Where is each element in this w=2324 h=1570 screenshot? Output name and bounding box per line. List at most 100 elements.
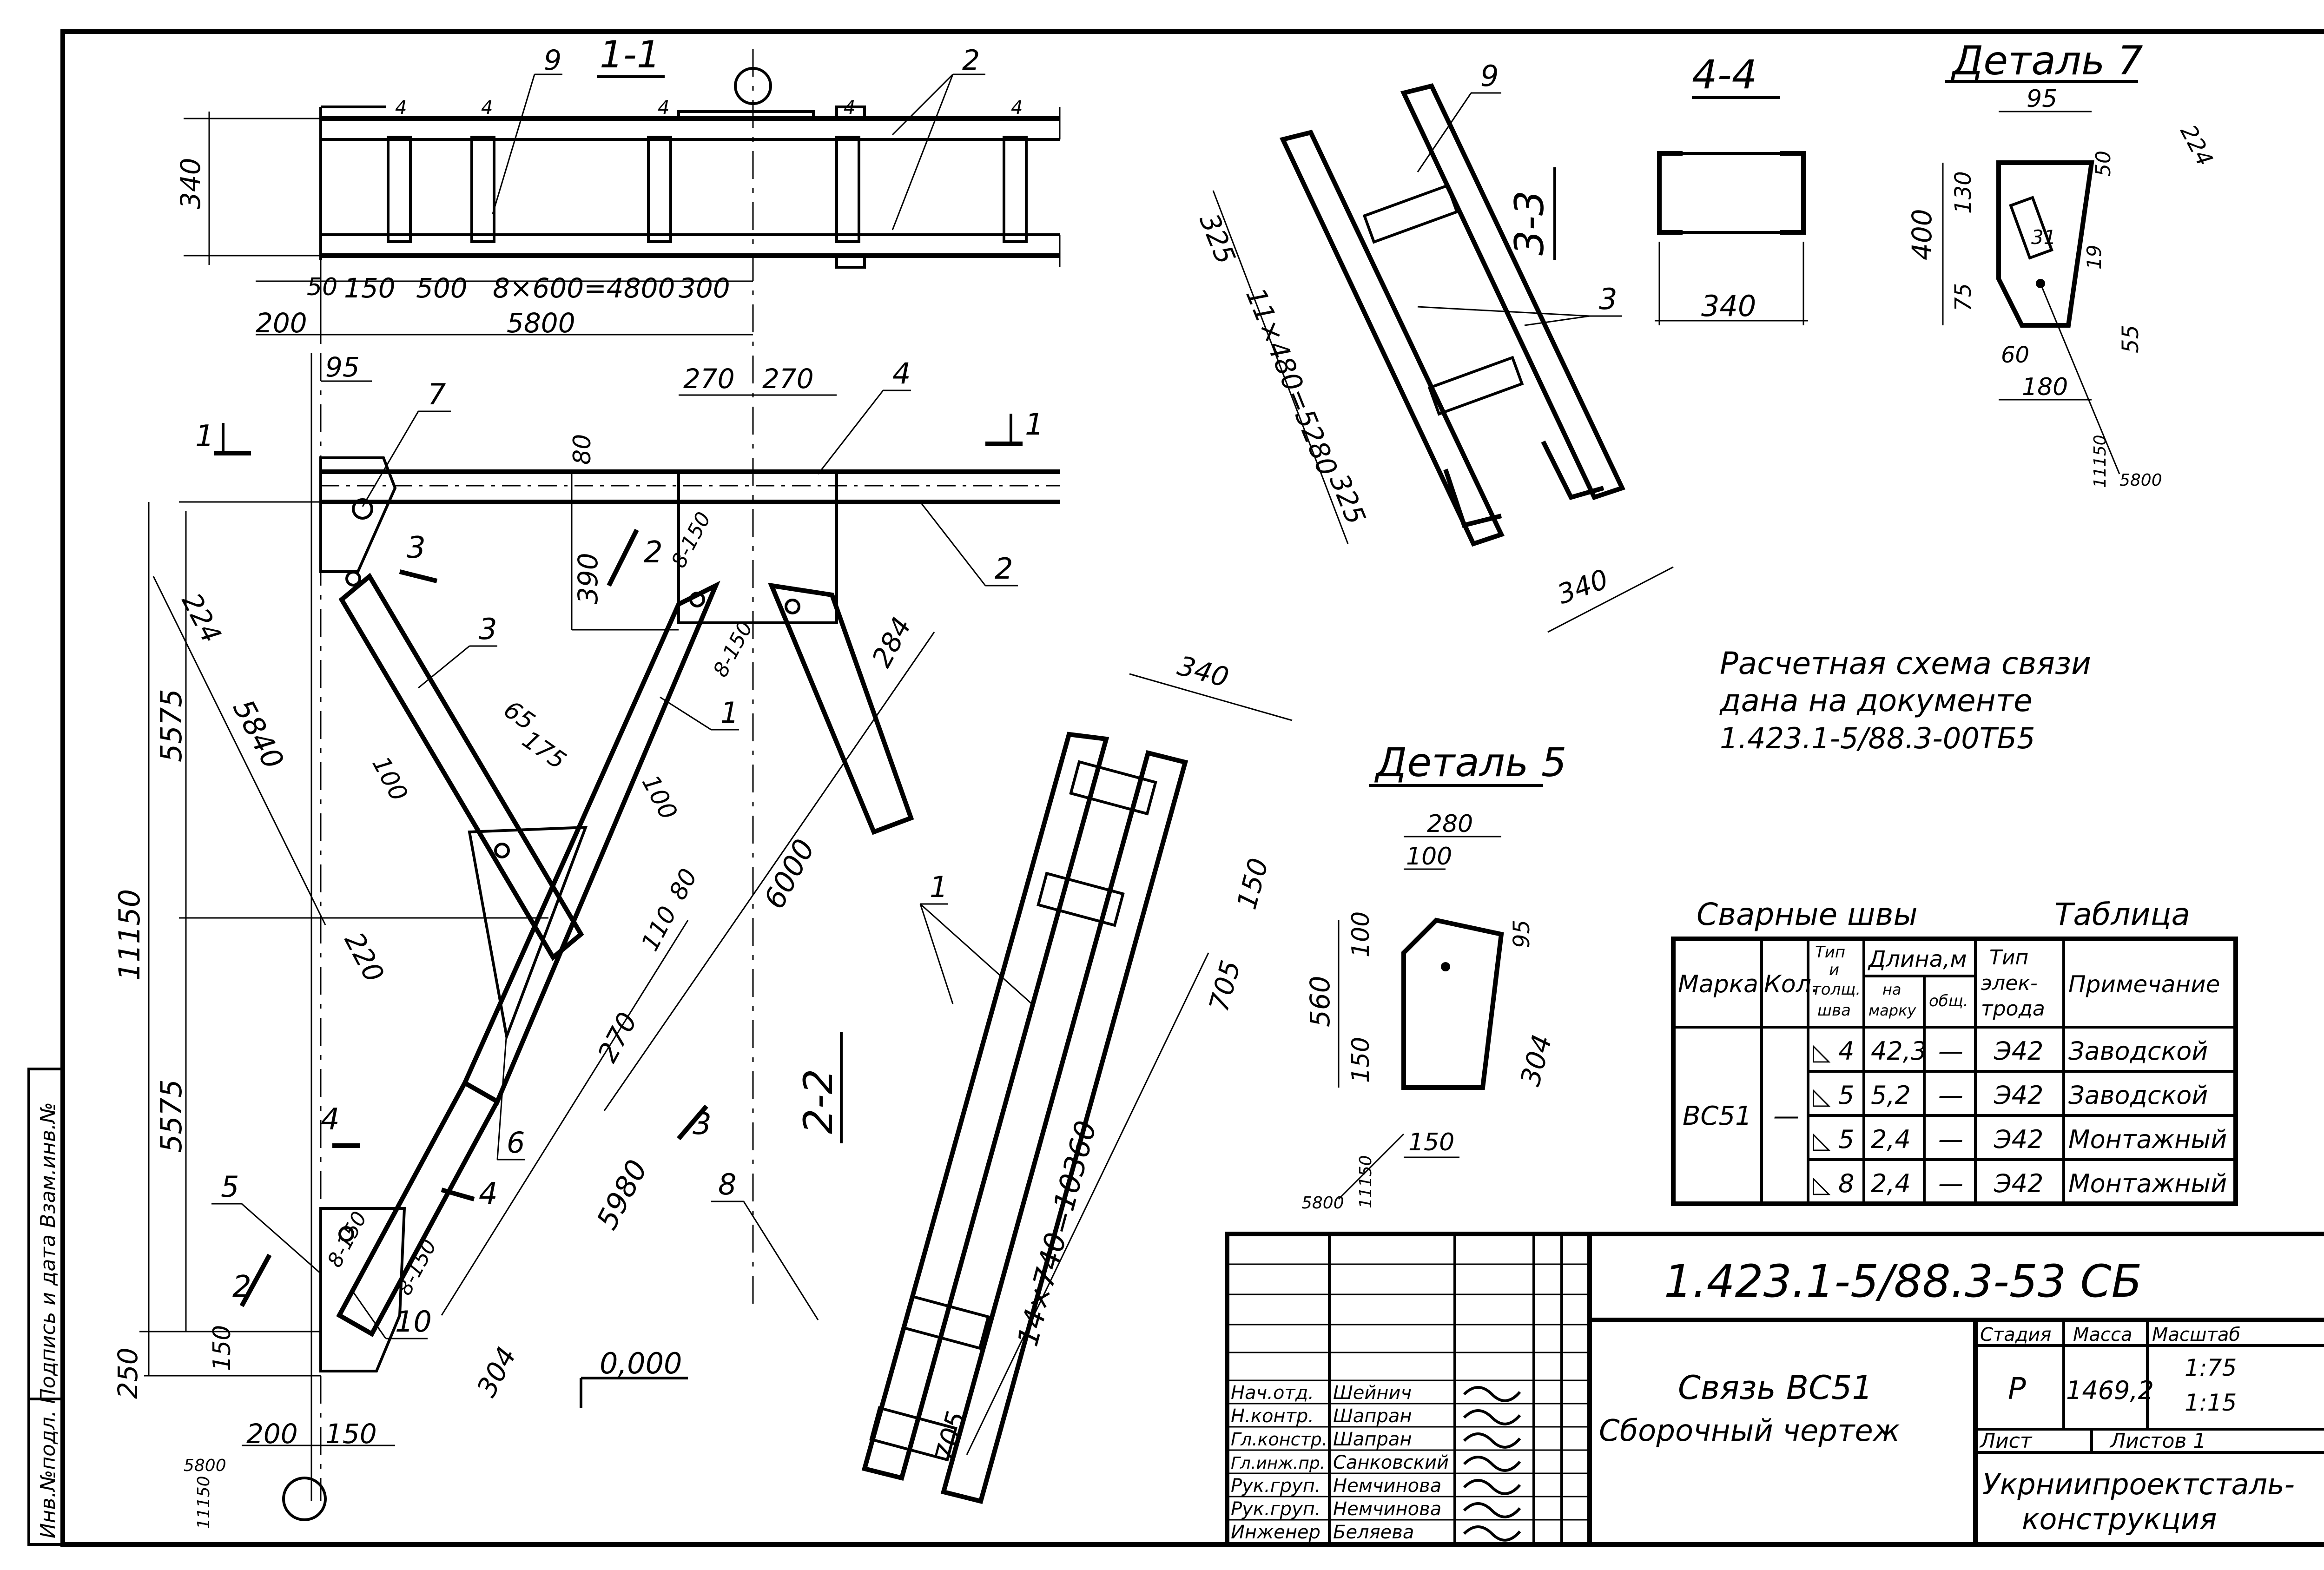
weld-4-e: 4 <box>1011 97 1023 119</box>
td-seam: 5 <box>1838 1081 1854 1110</box>
td-seam: 8 <box>1838 1169 1854 1198</box>
level-mark: 0,000 <box>600 1346 682 1380</box>
cut-marker-3-upper: 3 <box>407 531 426 565</box>
th-electrode-2: элек- <box>1981 971 2038 995</box>
pos-7: 7 <box>428 377 446 411</box>
dim-80: 80 <box>568 434 596 465</box>
staff-name: Беляева <box>1333 1522 1414 1543</box>
pos-9-v33: 9 <box>1480 59 1499 93</box>
dim-10360: 14×740=10360 <box>1010 1117 1103 1350</box>
dim-500: 500 <box>416 272 468 304</box>
staff-role: Н.контр. <box>1231 1405 1314 1427</box>
td-mark: ВС51 <box>1683 1101 1752 1131</box>
th-type-2: и <box>1829 961 1839 979</box>
d7-dim-130: 130 <box>1950 171 1976 214</box>
dim-270-b: 270 <box>762 363 814 395</box>
th-type-1: Тип <box>1815 943 1845 962</box>
staff-role: Нач.отд. <box>1231 1382 1314 1404</box>
weld-fillet-icon: ◺ <box>1813 1127 1831 1154</box>
d7-dim-75: 75 <box>1950 283 1976 311</box>
detail-7-title: Деталь 7 <box>1950 38 2143 84</box>
view-3-3: 3-3 325 11×480=5280 325 340 9 3 <box>1193 59 1674 633</box>
pos-1-v22: 1 <box>930 870 948 904</box>
dim-340-v44: 340 <box>1701 289 1756 323</box>
cut-marker-2-upper: 2 <box>644 535 663 570</box>
signature <box>1463 1502 1521 1518</box>
dim-150-c: 150 <box>325 1418 377 1450</box>
td-total: — <box>1938 1036 1963 1066</box>
title-block: 1.423.1-5/88.3-53 СБ Связь ВС51 Сборочны… <box>1225 1232 2324 1547</box>
td-electrode: Э42 <box>1994 1169 2043 1198</box>
view-main-elevation: 95 270 270 80 390 11150 5575 5575 250 15… <box>112 351 1060 1529</box>
note-line-3: 1.423.1-5/88.3-00ТБ5 <box>1720 721 2035 755</box>
d7-dim-60: 60 <box>2001 342 2029 368</box>
pos-3-v33: 3 <box>1599 282 1617 316</box>
dim-340-v22: 340 <box>1174 650 1232 693</box>
signature <box>1463 1456 1521 1472</box>
td-total: — <box>1938 1125 1963 1154</box>
pos-1-main: 1 <box>720 696 739 730</box>
dim-5840: 5840 <box>226 694 291 775</box>
cut-marker-1-right: 1 <box>1025 408 1044 442</box>
section-title-3-3: 3-3 <box>1506 191 1553 256</box>
table-row: ◺ 5 5,2 — Э42 Заводской <box>1813 1081 2208 1110</box>
dim-390: 390 <box>572 553 604 604</box>
section-title-4-4: 4-4 <box>1692 52 1757 98</box>
mass-label: Масса <box>2073 1324 2133 1346</box>
d5-dim-100-b: 100 <box>1347 911 1375 957</box>
d5-dim-280: 280 <box>1427 810 1473 838</box>
d7-dim-95: 95 <box>2027 85 2057 113</box>
pos-3: 3 <box>479 612 497 646</box>
d7-scale-5800: 5800 <box>2119 471 2162 490</box>
dim-340-top: 340 <box>175 158 206 209</box>
dim-304-main: 304 <box>470 1342 522 1402</box>
d5-dim-150-b: 150 <box>1408 1128 1454 1156</box>
td-note: Заводской <box>2068 1036 2208 1066</box>
weld-table-title: Сварные швы <box>1697 897 1918 932</box>
weld-4-c: 4 <box>658 97 669 119</box>
doc-name-2: Сборочный чертеж <box>1599 1414 1900 1448</box>
dim-8-150-c: 8-150 <box>323 1207 372 1271</box>
dim-150-b: 150 <box>208 1325 236 1371</box>
d5-dim-100: 100 <box>1406 843 1452 871</box>
signature <box>1463 1386 1521 1402</box>
td-per-mark: 5,2 <box>1871 1081 1911 1110</box>
dim-270-a: 270 <box>683 363 735 395</box>
dim-11150: 11150 <box>112 889 146 981</box>
dim-325-a: 325 <box>1193 209 1242 269</box>
staff-name: Немчинова <box>1333 1498 1441 1520</box>
pos-6: 6 <box>507 1126 525 1160</box>
weld-fillet-icon: ◺ <box>1813 1171 1831 1198</box>
staff-role: Гл.инж.пр. <box>1231 1454 1325 1473</box>
d7-dim-224: 224 <box>2175 120 2218 170</box>
stage-value: Р <box>2008 1372 2026 1406</box>
dim-705-b: 705 <box>929 1408 972 1466</box>
td-electrode: Э42 <box>1994 1081 2043 1110</box>
axis-bubble-icon <box>282 1477 327 1521</box>
td-seam: 4 <box>1838 1036 1854 1066</box>
section-title-2-2: 2-2 <box>795 1069 842 1134</box>
dim-100-b: 100 <box>636 771 683 825</box>
cut-marker-4-left: 4 <box>321 1102 340 1137</box>
scale-11150-main: 11150 <box>194 1476 213 1529</box>
d5-scale-5800: 5800 <box>1301 1194 1344 1213</box>
dim-705-a: 705 <box>1203 957 1247 1015</box>
td-seam: 5 <box>1838 1125 1854 1154</box>
org-name-1: Укрниипроектсталь- <box>1982 1467 2295 1501</box>
weld-table: Сварные швы Таблица Марка Кол. Тип и тол… <box>1671 897 2238 1206</box>
dim-80-b: 80 <box>664 864 703 905</box>
staff-name: Санковский <box>1333 1452 1449 1473</box>
staff-role: Гл.констр. <box>1231 1429 1327 1450</box>
pos-2-top: 2 <box>962 44 980 77</box>
staff-name: Шапран <box>1333 1405 1412 1427</box>
td-per-mark: 2,4 <box>1871 1125 1911 1154</box>
td-per-mark: 2,4 <box>1871 1169 1911 1198</box>
scale-value-2: 1:15 <box>2185 1389 2237 1416</box>
table-row: ◺ 5 2,4 — Э42 Монтажный <box>1813 1125 2227 1154</box>
table-row: ◺ 4 42,3 — Э42 Заводской <box>1813 1036 2208 1066</box>
d7-dim-55: 55 <box>2118 325 2144 353</box>
signature <box>1463 1409 1521 1425</box>
dim-325-b: 325 <box>1323 469 1372 529</box>
weld-4-b: 4 <box>481 97 493 119</box>
td-electrode: Э42 <box>1994 1125 2043 1154</box>
